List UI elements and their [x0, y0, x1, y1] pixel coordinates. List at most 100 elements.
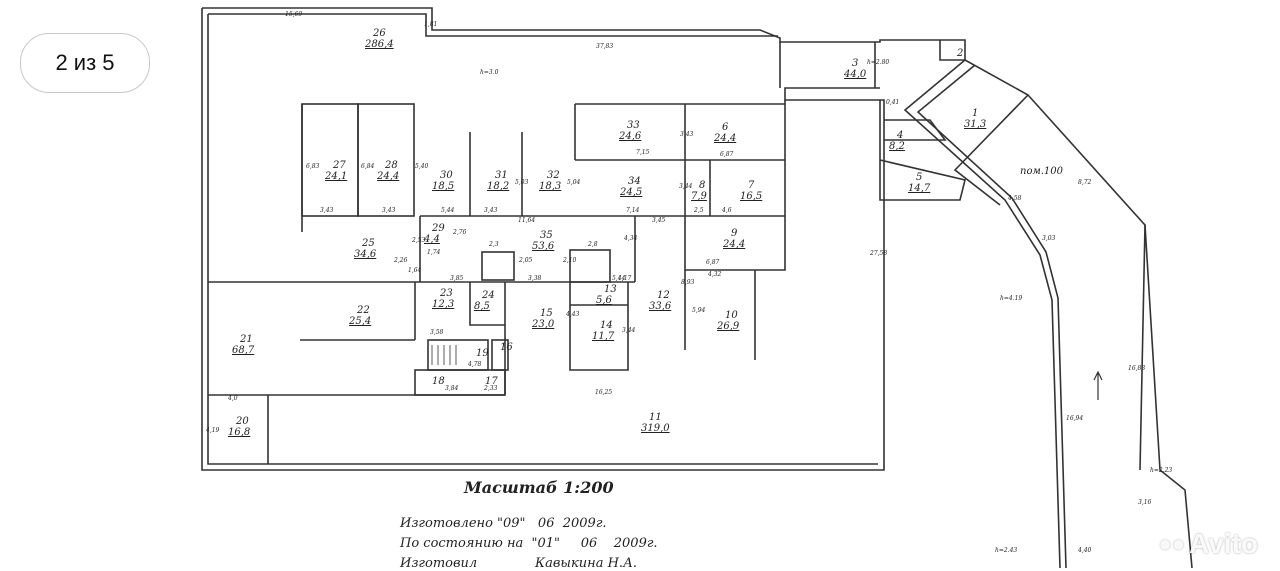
dimension-value: 37,83 — [596, 43, 613, 50]
dimension-value: 5,44 — [612, 275, 626, 282]
room-area: 33,6 — [649, 301, 672, 312]
dimension-value: 3,16 — [1138, 499, 1152, 506]
room-area: 16,5 — [740, 191, 762, 202]
dimension-value: 16,83 — [1128, 365, 1145, 372]
room-number: 2 — [956, 48, 963, 59]
room-number: 12 — [657, 290, 670, 301]
room-area: 14,7 — [908, 183, 931, 194]
room-area: 18,3 — [539, 181, 561, 192]
gallery-counter[interactable]: 2 из 5 — [20, 33, 150, 93]
room-area: 34,6 — [354, 249, 377, 260]
room-number: 15 — [540, 308, 553, 319]
room-area: 8,2 — [889, 141, 905, 152]
room-number: 7 — [748, 180, 755, 191]
dimension-value: 4,0 — [227, 395, 238, 402]
room-number: 23 — [439, 288, 453, 299]
room-area: 8,5 — [474, 301, 490, 312]
room-number: 14 — [600, 320, 613, 331]
room-area: 24,4 — [713, 133, 736, 144]
room-number: 33 — [627, 120, 640, 131]
dimension-value: 3,03 — [1042, 235, 1056, 242]
dimension-value: 1,74 — [427, 249, 441, 256]
building-outline — [202, 7, 1193, 568]
room-number: 26 — [372, 28, 386, 39]
dimension-value: 4,19 — [205, 427, 220, 434]
room-number: 1 — [972, 108, 978, 119]
room-number: 17 — [485, 376, 498, 387]
dimension-value: 5,03 — [515, 179, 529, 186]
room-number: 11 — [649, 412, 662, 423]
room-area: 23,0 — [531, 319, 555, 330]
room-number: 22 — [356, 305, 370, 316]
room-number: 18 — [432, 376, 445, 387]
dimension-value: 3,38 — [528, 275, 542, 282]
dimension-value: 7,14 — [626, 207, 640, 214]
dimension-value: 3,43 — [382, 207, 396, 214]
dimension-value: 7,15 — [636, 149, 650, 156]
dimension-value: 4,58 — [1007, 195, 1022, 202]
dimension-value: 3,43 — [484, 207, 498, 214]
room-area: 16,8 — [228, 427, 250, 438]
dimension-value: 27,58 — [869, 250, 887, 257]
room-number: 31 — [495, 170, 508, 181]
dimension-value: 6,87 — [720, 151, 734, 158]
ceiling-height-label: h=2.80 — [867, 59, 889, 66]
room-number: 21 — [239, 334, 253, 345]
scale-label: Масштаб 1:200 — [464, 478, 614, 497]
dimension-value: 4,6 — [721, 207, 732, 214]
dimension-value: 4,32 — [707, 271, 722, 278]
dimension-value: 2,3 — [488, 241, 499, 248]
dimension-value: 3,85 — [450, 275, 464, 282]
state-date-line: По состоянию на "01" 06 2009г. — [400, 536, 658, 551]
room-number: 4 — [896, 130, 903, 141]
room-number: 6 — [722, 122, 729, 133]
room-number: 20 — [235, 416, 249, 427]
dimension-value: 8,72 — [1078, 179, 1092, 186]
ceiling-height-label: h=4.19 — [1000, 295, 1022, 302]
dimension-value: 8,93 — [681, 279, 695, 286]
dimension-value: 2,33 — [483, 385, 498, 392]
avito-watermark: ●●Avito — [1158, 528, 1258, 559]
dimension-value: 3,43 — [680, 131, 694, 138]
room-area: 5,6 — [596, 295, 613, 306]
dimension-value: 3,44 — [679, 183, 693, 190]
dimension-value: 3,45 — [652, 217, 666, 224]
room-area: 31,3 — [964, 119, 986, 130]
room-number: 27 — [332, 160, 346, 171]
room-number: 13 — [604, 284, 617, 295]
room-number: 25 — [361, 238, 375, 249]
dimension-value: 6,87 — [706, 259, 720, 266]
room-area: 24,6 — [618, 131, 642, 142]
dimension-value: 2,53 — [411, 237, 426, 244]
room-area: 24,4 — [722, 239, 745, 250]
room-number: 35 — [540, 230, 553, 241]
room-number: 5 — [916, 172, 922, 183]
room-area: 18,5 — [432, 181, 454, 192]
dimension-value: 2,26 — [393, 257, 408, 264]
room-area: 11,7 — [592, 331, 615, 342]
room-area: 18,2 — [487, 181, 509, 192]
room-number: 16 — [500, 342, 513, 353]
dimension-value: 5,94 — [692, 307, 706, 314]
room-number: 28 — [384, 160, 398, 171]
dimension-value: 3,58 — [430, 329, 444, 336]
dimension-value: 1,64 — [408, 267, 422, 274]
dimension-value: 5,44 — [441, 207, 455, 214]
room-area: 53,6 — [532, 241, 555, 252]
room-area: 26,9 — [716, 321, 740, 332]
room-number: 29 — [431, 223, 445, 234]
dimension-value: 4,43 — [565, 311, 580, 318]
room-area: 24,4 — [376, 171, 399, 182]
room-area: 24,5 — [619, 187, 642, 198]
dimension-value: 4,34 — [623, 235, 638, 242]
room-number: 19 — [476, 348, 489, 359]
room-number: 9 — [731, 228, 738, 239]
dimension-value: 16,25 — [595, 389, 612, 396]
premise-label: пом.100 — [1020, 166, 1064, 177]
room-area: 7,9 — [691, 191, 708, 202]
room-area: 319,0 — [641, 423, 670, 434]
avito-logo-icon: ●● — [1158, 531, 1186, 556]
dimension-value: 3,84 — [445, 385, 459, 392]
